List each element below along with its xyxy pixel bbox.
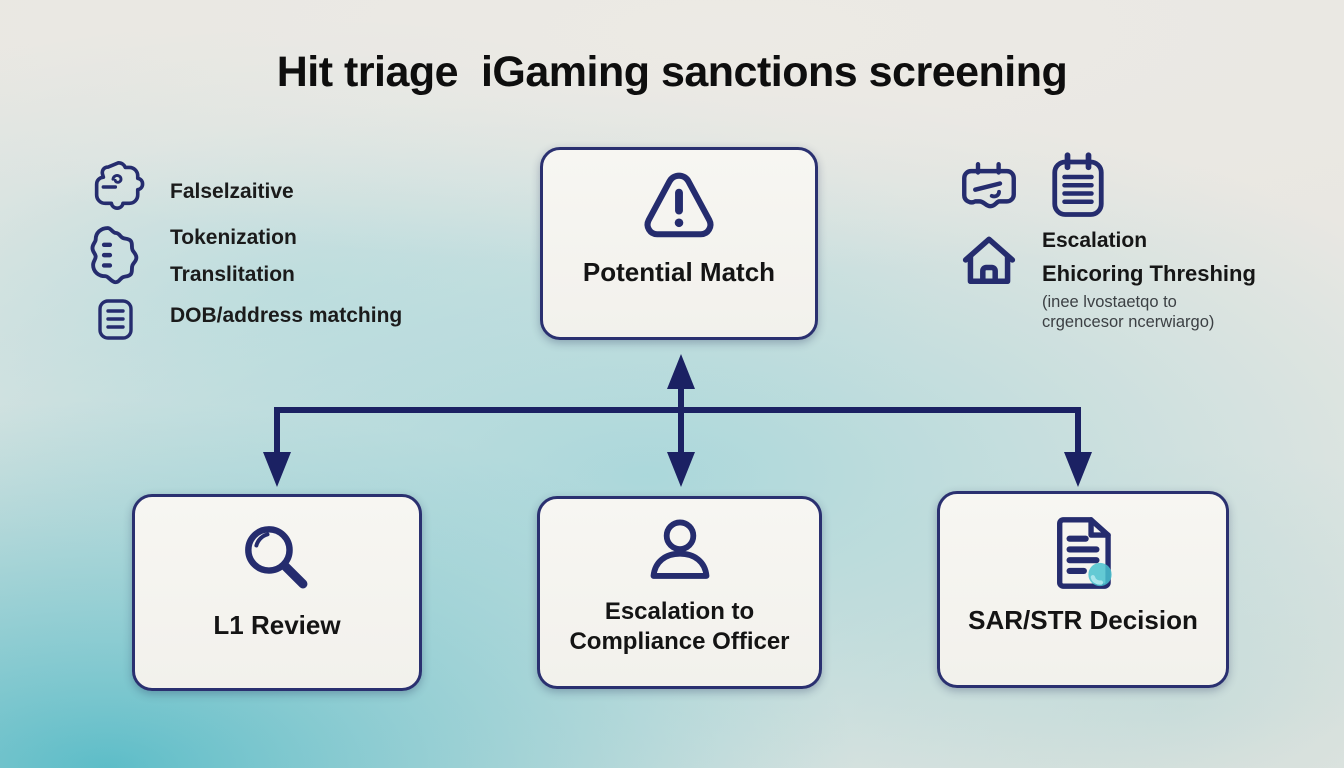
node-l1-review: L1 Review bbox=[132, 494, 422, 691]
node-label: SAR/STR Decision bbox=[968, 605, 1198, 635]
notepad-icon bbox=[1042, 148, 1114, 224]
node-escalation-compliance: Escalation to Compliance Officer bbox=[537, 496, 822, 689]
node-potential-match: Potential Match bbox=[540, 147, 818, 340]
list-item-label: Translitation bbox=[170, 263, 295, 286]
right-panel-caption-line1: (inee lvostaetqo to bbox=[1042, 293, 1177, 311]
node-label: Potential Match bbox=[582, 257, 776, 287]
page-title: Hit triage iGaming sanctions screening bbox=[276, 48, 1068, 96]
node-label-line1: Escalation to bbox=[604, 598, 755, 625]
speech-blob-icon bbox=[86, 220, 148, 298]
node-label: L1 Review bbox=[213, 610, 341, 640]
right-panel-line1: Escalation bbox=[1042, 229, 1148, 252]
right-panel-caption-line2: crgencesor ncerwiargo) bbox=[1042, 313, 1215, 331]
puzzle-icon bbox=[88, 158, 150, 216]
calendar-edit-icon bbox=[956, 156, 1022, 222]
search-icon bbox=[234, 515, 320, 601]
warning-icon bbox=[636, 164, 722, 250]
list-icon bbox=[92, 297, 140, 342]
document-icon bbox=[1040, 510, 1126, 596]
person-icon bbox=[639, 511, 721, 593]
list-item-label: Tokenization bbox=[170, 226, 297, 249]
list-item-label: DOB/address matching bbox=[170, 304, 403, 327]
right-panel-line2: Ehicoring Threshing bbox=[1042, 261, 1256, 286]
home-icon bbox=[956, 228, 1022, 296]
node-label-line2: Compliance Officer bbox=[569, 628, 790, 655]
list-item-label: Falselzaitive bbox=[170, 180, 294, 203]
node-sar-str-decision: SAR/STR Decision bbox=[937, 491, 1229, 688]
